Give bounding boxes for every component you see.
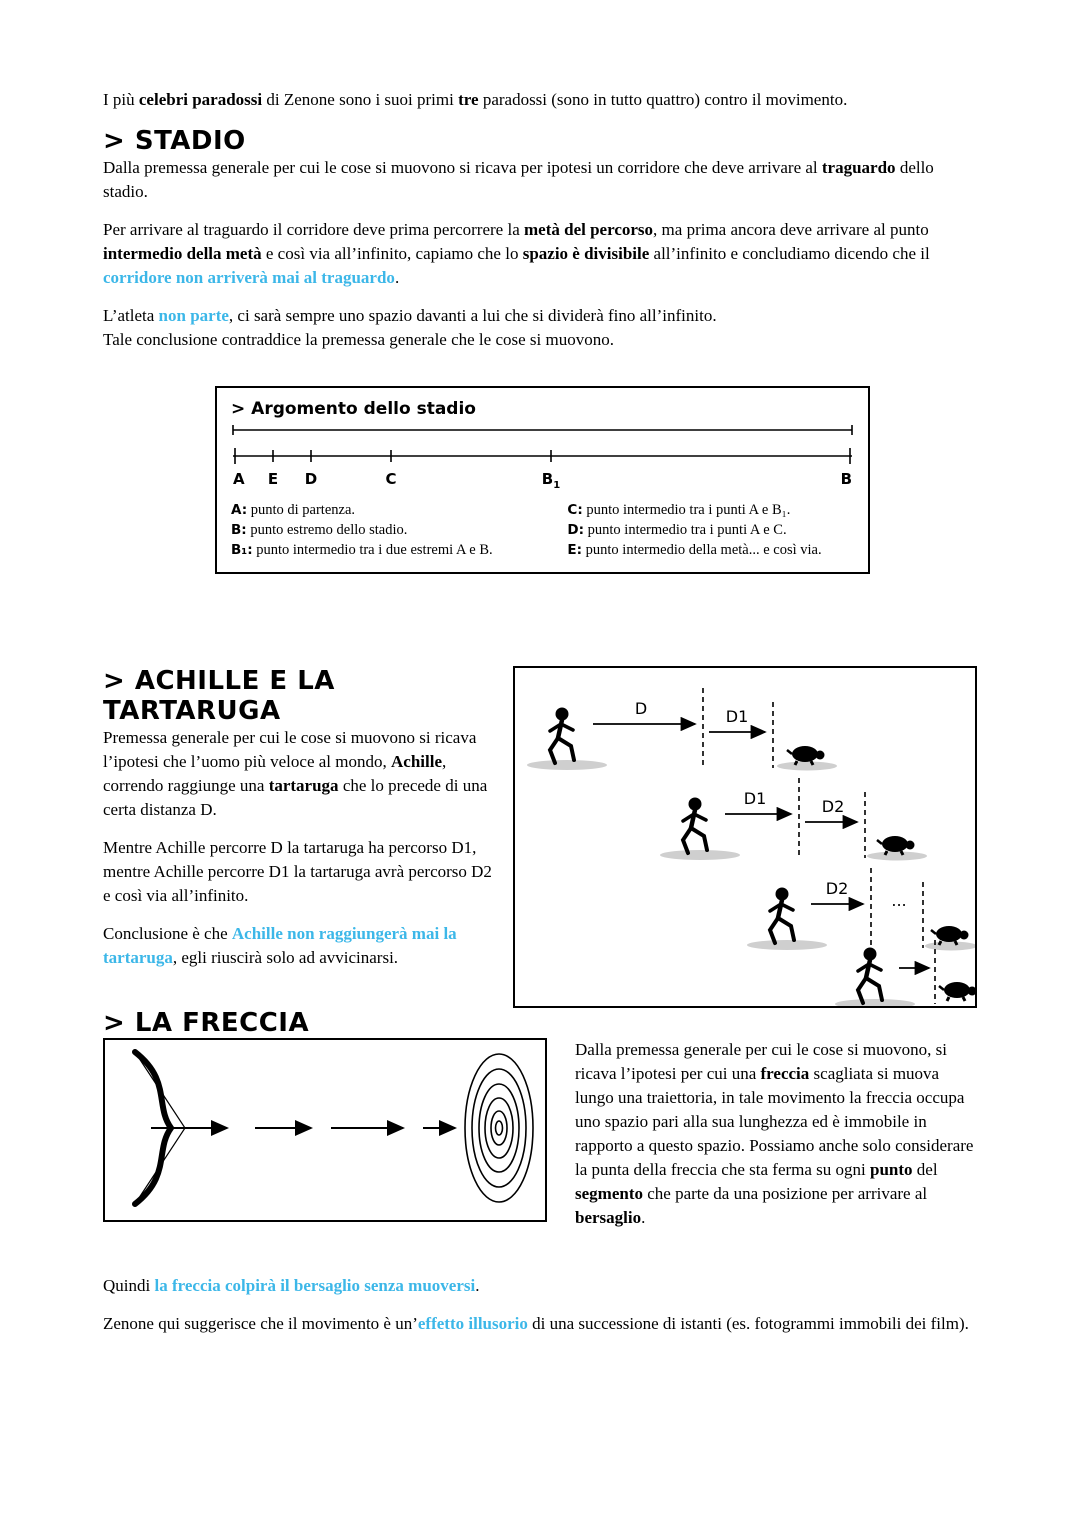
shadow [835, 999, 915, 1006]
legend-text: punto intermedio tra i punti A e B₁. [582, 502, 791, 518]
distance-label: D2 [826, 879, 849, 898]
legend-key: B₁: [231, 542, 253, 558]
legend-key: D: [567, 522, 585, 538]
shadow [660, 850, 740, 860]
legend-text: punto intermedio tra i due estremi A e B… [252, 542, 493, 558]
legend-text: punto di partenza. [247, 502, 356, 518]
achille-diagram: D D1 D1 D2 [527, 688, 975, 1006]
legend-key: B: [231, 522, 247, 538]
legend-text: punto intermedio della metà... e così vi… [582, 542, 822, 558]
runner-icon [550, 708, 574, 764]
section-heading-stadio: > STADIO [103, 126, 246, 156]
turtle-icon [937, 980, 975, 1003]
shadow [747, 940, 827, 950]
tick-label-D: D [305, 470, 317, 488]
distance-label: D1 [726, 707, 749, 726]
stadio-number-line: A E D C B1 B [232, 425, 853, 491]
achille-paragraph-3: Conclusione è che Achille non raggiunger… [103, 924, 457, 967]
legend-text: punto estremo dello stadio. [246, 522, 408, 538]
achille-paragraph-1: Premessa generale per cui le cose si muo… [103, 728, 488, 819]
stadio-paragraph-1: Dalla premessa generale per cui le cose … [103, 158, 934, 201]
distance-label: D [635, 699, 647, 718]
stadio-paragraph-2: Per arrivare al traguardo il corridore d… [103, 220, 930, 287]
runner-icon [770, 888, 794, 944]
tick-label-B1: B1 [542, 470, 560, 491]
legend-item: A: punto di partenza. [231, 500, 567, 520]
freccia-paragraph: Dalla premessa generale per cui le cose … [575, 1040, 974, 1227]
tick-label-E: E [268, 470, 278, 488]
legend-column-left: A: punto di partenza. B: punto estremo d… [231, 500, 567, 560]
achille-section: > ACHILLE E LA TARTARUGA Premessa genera… [103, 666, 977, 1008]
target-icon [464, 1053, 534, 1203]
ellipsis-label: ... [891, 891, 906, 910]
distance-label: D2 [822, 797, 845, 816]
distance-label: D1 [744, 789, 767, 808]
legend-item: C: punto intermedio tra i punti A e B₁. [567, 500, 854, 520]
legend-item: B: punto estremo dello stadio. [231, 520, 567, 540]
final-paragraph: Zenone qui suggerisce che il movimento è… [103, 1314, 969, 1333]
achille-figure: D D1 D1 D2 [513, 666, 977, 1008]
intro-paragraph: I più celebri paradossi di Zenone sono i… [103, 90, 848, 109]
tick-label-B: B [841, 470, 852, 488]
stadio-legend: A: punto di partenza. B: punto estremo d… [231, 500, 854, 560]
legend-text: punto intermedio tra i punti A e C. [584, 522, 787, 538]
section-heading-freccia: > LA FRECCIA [103, 1008, 310, 1038]
tick-label-A: A [233, 470, 245, 488]
stadio-diagram-title: > Argomento dello stadio [231, 399, 476, 419]
freccia-figure [103, 1038, 547, 1222]
arrow-diagram [132, 1049, 534, 1207]
freccia-text-column: Dalla premessa generale per cui le cose … [575, 1038, 977, 1244]
legend-key: C: [567, 502, 583, 518]
legend-key: A: [231, 502, 248, 518]
legend-item: D: punto intermedio tra i punti A e C. [567, 520, 854, 540]
legend-item: E: punto intermedio della metà... e così… [567, 540, 854, 560]
legend-column-right: C: punto intermedio tra i punti A e B₁. … [567, 500, 854, 560]
achille-text-column: > ACHILLE E LA TARTARUGA Premessa genera… [103, 666, 493, 984]
freccia-conclusion: Quindi la freccia colpirà il bersaglio s… [103, 1276, 480, 1295]
shadow [527, 760, 607, 770]
stadio-diagram-box: > Argomento dello stadio A E D C B1 B A:… [215, 386, 870, 574]
runner-icon [858, 948, 882, 1004]
shadow [867, 851, 927, 861]
achille-paragraph-2: Mentre Achille percorre D la tartaruga h… [103, 838, 492, 905]
shadow [777, 761, 837, 771]
shadow [925, 941, 975, 951]
section-heading-achille: > ACHILLE E LA TARTARUGA [103, 666, 335, 726]
stadio-paragraph-3: L’atleta non parte, ci sarà sempre uno s… [103, 306, 717, 349]
legend-item: B₁: punto intermedio tra i due estremi A… [231, 540, 567, 560]
tick-label-C: C [385, 470, 396, 488]
runner-icon [683, 798, 707, 854]
freccia-section: Dalla premessa generale per cui le cose … [103, 1038, 977, 1244]
legend-key: E: [567, 542, 583, 558]
